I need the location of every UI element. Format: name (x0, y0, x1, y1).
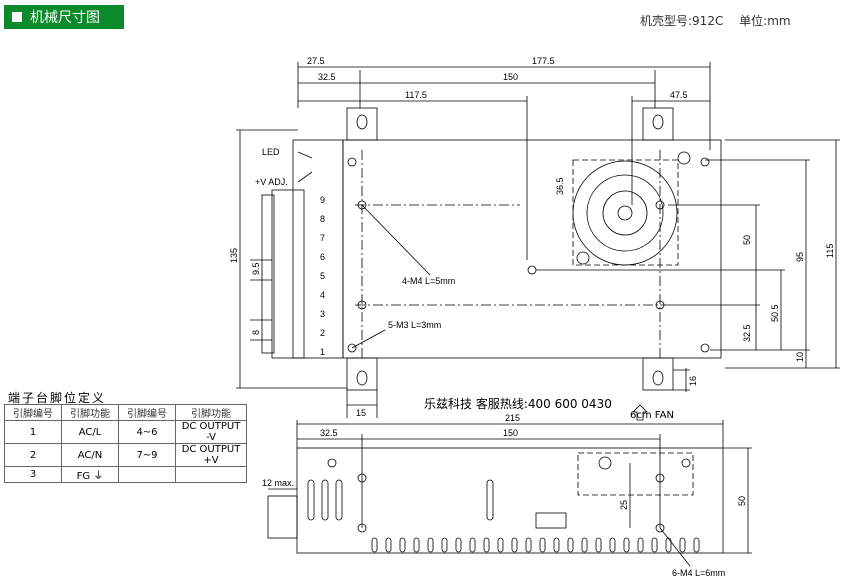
dim-15: 15 (356, 408, 366, 418)
section-header: 机械尺寸图 (4, 5, 124, 29)
dim-16: 16 (688, 376, 698, 386)
terminal-number: 9 (320, 195, 325, 205)
pin-table-title: 端子台脚位定义 (8, 391, 107, 405)
screw-holes-top (347, 151, 710, 353)
terminal-number: 5 (320, 271, 325, 281)
case-model: 机壳型号:912C (640, 14, 724, 28)
terminal-area (292, 139, 344, 359)
dim-12-max: 12 max. (262, 478, 294, 488)
unit-label: 单位:mm (739, 14, 791, 28)
dim-95: 95 (795, 252, 805, 262)
pin-cell (118, 466, 176, 483)
table-row: 3 FG ⏚ (4, 466, 247, 483)
pin-cell: FG ⏚ (61, 466, 119, 483)
pin-header: 引脚编号 (4, 404, 62, 421)
pin-header: 引脚编号 (118, 404, 176, 421)
dim-50-5: 50.5 (770, 304, 780, 322)
dim-135: 135 (229, 248, 239, 263)
top-ear-right (642, 107, 674, 141)
pin-cell: 1 (4, 420, 62, 444)
dim-36-5: 36.5 (555, 177, 565, 195)
terminal-number: 2 (320, 328, 325, 338)
terminal-number: 6 (320, 252, 325, 262)
pin-cell: AC/L (61, 420, 119, 444)
dim-9-5: 9.5 (251, 262, 261, 275)
terminal-numbers: 9 8 7 6 5 4 3 2 1 (320, 195, 325, 357)
dim-215: 215 (505, 413, 520, 423)
pin-table: 引脚编号 引脚功能 引脚编号 引脚功能 1 AC/L 4~6 DC OUTPUT… (4, 404, 247, 483)
dim-27-5: 27.5 (307, 56, 325, 66)
dim-50-side: 50 (737, 496, 747, 506)
terminal-block (250, 189, 305, 359)
dim-47-5: 47.5 (670, 90, 688, 100)
terminal-number: 3 (320, 309, 325, 319)
dim-50: 50 (742, 235, 752, 245)
dim-32-5-right: 32.5 (742, 324, 752, 342)
table-row: 2 AC/N 7~9 DC OUTPUT +V (4, 443, 247, 467)
dim-32-5: 32.5 (318, 72, 336, 82)
vadj-label: +V ADJ. (255, 177, 288, 187)
fan-label: 6cm FAN (630, 410, 674, 421)
table-row: 1 AC/L 4~6 DC OUTPUT -V (4, 420, 247, 444)
terminal-number: 7 (320, 233, 325, 243)
pin-cell: DC OUTPUT +V (175, 443, 247, 467)
dim-8: 8 (251, 330, 261, 335)
pin-cell: 3 (4, 466, 62, 483)
pin-cell: 4~6 (118, 420, 176, 444)
dim-150: 150 (503, 72, 518, 82)
m4-side-label: 6-M4 L=6mm (672, 568, 725, 578)
side-view-body (296, 447, 724, 554)
dim-117-5: 117.5 (405, 90, 427, 100)
fan-outline (572, 160, 678, 266)
led-label: LED (262, 147, 280, 157)
dim-150-side: 150 (503, 428, 518, 438)
vent-slots (307, 479, 700, 553)
m4-label: 4-M4 L=5mm (402, 276, 455, 286)
header-square-icon (12, 12, 22, 22)
m3-label: 5-M3 L=3mm (388, 320, 441, 330)
screw-holes-side (327, 456, 691, 533)
pin-cell: AC/N (61, 443, 119, 467)
pin-cell (175, 466, 247, 483)
pin-header: 引脚功能 (61, 404, 119, 421)
pin-cell: 7~9 (118, 443, 176, 467)
model-info: 机壳型号:912C 单位:mm (640, 12, 803, 29)
dim-115: 115 (825, 244, 835, 258)
dim-10: 10 (795, 352, 805, 362)
top-ear-left (346, 107, 378, 141)
dim-32-5-side: 32.5 (320, 428, 338, 438)
terminal-number: 4 (320, 290, 325, 300)
dim-25: 25 (619, 500, 629, 510)
header-title: 机械尺寸图 (30, 10, 100, 26)
pin-cell: 2 (4, 443, 62, 467)
terminal-number: 8 (320, 214, 325, 224)
terminal-number: 1 (320, 347, 325, 357)
pin-header: 引脚功能 (175, 404, 247, 421)
bottom-ear-right (642, 357, 674, 391)
pin-cell: DC OUTPUT -V (175, 420, 247, 444)
dim-177-5: 177.5 (532, 56, 555, 66)
hotline-text: 乐兹科技 客服热线:400 600 0430 (424, 397, 612, 411)
